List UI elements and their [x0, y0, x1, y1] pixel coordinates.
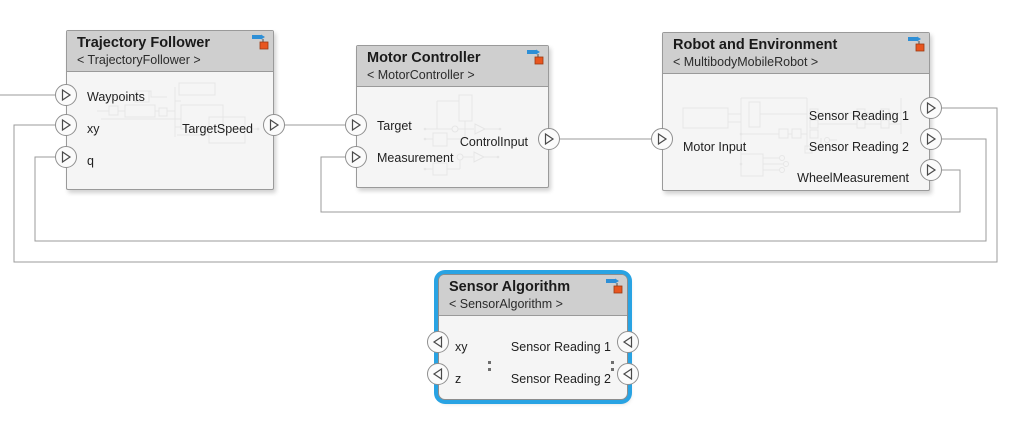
input-port-q[interactable]	[55, 146, 77, 168]
internal-schematic-watermark	[682, 97, 902, 177]
port-label-controlinput: ControlInput	[459, 135, 528, 149]
output-port-targetspeed[interactable]	[263, 114, 285, 136]
block-header: Sensor Algorithm < SensorAlgorithm >	[439, 275, 627, 316]
block-body: Target Measurement ControlInput	[357, 87, 548, 187]
output-port-sensor-reading-1[interactable]	[617, 331, 639, 353]
block-body: Motor Input Sensor Reading 1 Sensor Read…	[663, 74, 929, 190]
block-reference-name: < SensorAlgorithm >	[449, 297, 563, 311]
port-label-sensor-reading-1: Sensor Reading 1	[808, 109, 909, 123]
port-label-wheelmeasurement: WheelMeasurement	[797, 171, 909, 185]
output-port-sensor-reading-2[interactable]	[617, 363, 639, 385]
port-label-target: Target	[377, 119, 412, 133]
block-reference-name: < MultibodyMobileRobot >	[673, 55, 819, 69]
block-title: Robot and Environment	[673, 37, 838, 53]
port-label-xy: xy	[455, 340, 468, 354]
block-trajectory-follower[interactable]: Trajectory Follower < TrajectoryFollower…	[66, 30, 274, 190]
port-label-sensor-reading-2: Sensor Reading 2	[510, 372, 611, 386]
input-port-z[interactable]	[427, 363, 449, 385]
block-body: Waypoints xy q TargetSpeed	[67, 72, 273, 189]
input-port-waypoints[interactable]	[55, 84, 77, 106]
model-reference-badge-icon	[252, 34, 269, 50]
block-body: xy z Sensor Reading 1 Sensor Reading 2	[439, 316, 627, 399]
block-header: Motor Controller < MotorController >	[357, 46, 548, 87]
block-reference-name: < TrajectoryFollower >	[77, 53, 201, 67]
port-label-sensor-reading-1: Sensor Reading 1	[510, 340, 611, 354]
input-port-target[interactable]	[345, 114, 367, 136]
block-header: Trajectory Follower < TrajectoryFollower…	[67, 31, 273, 72]
port-label-sensor-reading-2: Sensor Reading 2	[808, 140, 909, 154]
wire-wheelmeasurement-feedback	[320, 156, 961, 213]
block-title: Motor Controller	[367, 50, 481, 66]
port-label-targetspeed: TargetSpeed	[182, 122, 253, 136]
block-sensor-algorithm[interactable]: Sensor Algorithm < SensorAlgorithm > xy …	[438, 274, 628, 400]
output-port-wheelmeasurement[interactable]	[920, 159, 942, 181]
block-header: Robot and Environment < MultibodyMobileR…	[663, 33, 929, 74]
port-label-waypoints: Waypoints	[87, 90, 145, 104]
output-port-controlinput[interactable]	[538, 128, 560, 150]
internal-schematic-watermark	[97, 82, 260, 144]
model-reference-badge-icon	[527, 49, 544, 65]
output-port-sensor-reading-1[interactable]	[920, 97, 942, 119]
model-reference-badge-icon	[606, 278, 623, 294]
block-robot-and-environment[interactable]: Robot and Environment < MultibodyMobileR…	[662, 32, 930, 191]
internal-schematic-watermark	[423, 94, 502, 176]
block-motor-controller[interactable]: Motor Controller < MotorController >	[356, 45, 549, 188]
port-label-measurement: Measurement	[377, 151, 454, 165]
input-ports-ellipsis-icon	[488, 361, 492, 375]
port-label-q: q	[87, 154, 94, 168]
output-ports-ellipsis-icon	[611, 361, 615, 375]
wire-sensorreading1-feedback	[13, 107, 998, 263]
block-reference-name: < MotorController >	[367, 68, 475, 82]
port-label-motor-input: Motor Input	[683, 140, 747, 154]
output-port-sensor-reading-2[interactable]	[920, 128, 942, 150]
wire-sensorreading2-feedback	[34, 138, 987, 242]
input-port-xy[interactable]	[427, 331, 449, 353]
port-label-z: z	[455, 372, 462, 386]
port-label-xy: xy	[87, 122, 100, 136]
input-port-xy[interactable]	[55, 114, 77, 136]
model-reference-badge-icon	[908, 36, 925, 52]
input-port-measurement[interactable]	[345, 146, 367, 168]
block-title: Sensor Algorithm	[449, 279, 571, 295]
input-port-motor-input[interactable]	[651, 128, 673, 150]
block-title: Trajectory Follower	[77, 35, 210, 51]
